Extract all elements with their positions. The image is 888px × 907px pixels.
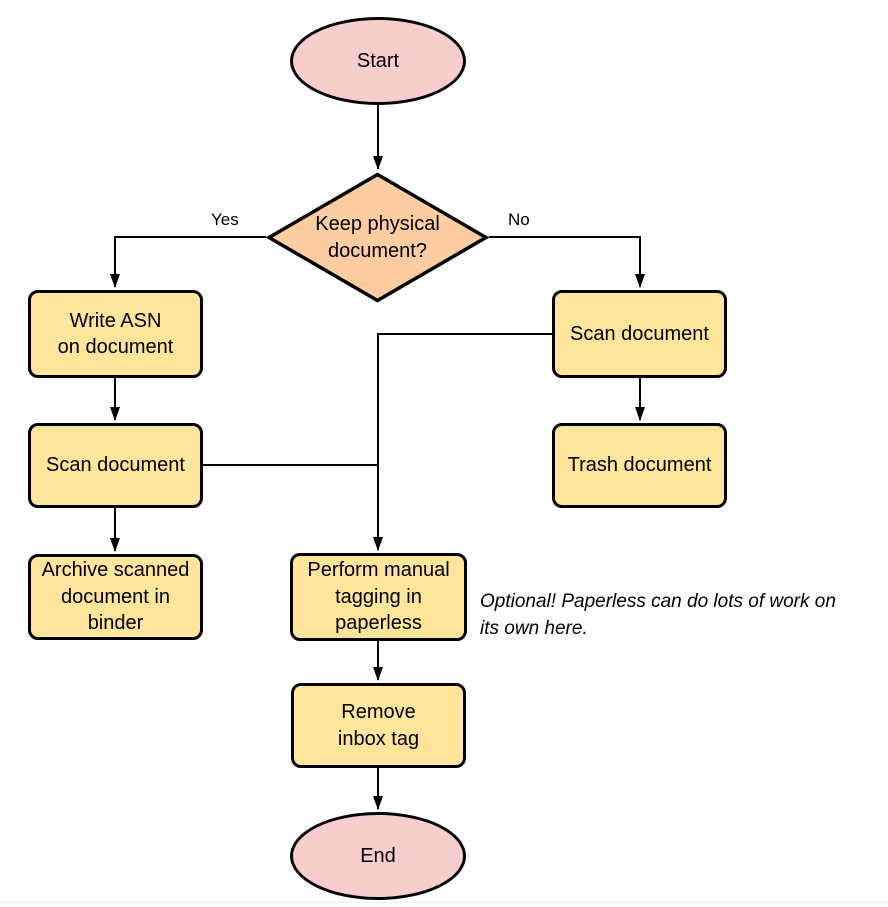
node-decision: Keep physical document? — [266, 172, 489, 303]
node-remove-inbox-tag: Remove inbox tag — [291, 683, 466, 768]
decision-diamond-shape — [266, 172, 489, 303]
edge-decision-write-asn — [110, 236, 266, 288]
page-bottom-divider — [0, 902, 888, 903]
node-scan-document-right: Scan document — [552, 290, 727, 378]
optional-annotation: Optional! Paperless can do lots of work … — [480, 591, 836, 639]
node-manual-tagging: Perform manual tagging in paperless — [290, 553, 467, 641]
node-end: End — [290, 812, 466, 900]
node-end-label: End — [360, 844, 396, 867]
node-write-asn-label: Write ASN on document — [57, 309, 174, 358]
node-trash-document: Trash document — [552, 423, 727, 508]
node-start-label: Start — [356, 49, 400, 72]
edge-label-yes: Yes — [211, 210, 239, 229]
node-decision-label: Keep physical document? — [315, 213, 440, 262]
node-scan-document-right-label: Scan document — [570, 322, 709, 345]
node-scan-document-left: Scan document — [28, 423, 203, 508]
edge-decision-scan-right — [489, 236, 645, 288]
edge-scan-right-tagging — [373, 333, 552, 551]
node-scan-document-left-label: Scan document — [46, 454, 185, 477]
node-archive-document-label: Archive scanned document in binder — [41, 559, 190, 635]
node-archive-document: Archive scanned document in binder — [28, 554, 203, 640]
node-manual-tagging-label: Perform manual tagging in paperless — [307, 559, 450, 635]
edge-label-no: No — [508, 210, 530, 229]
node-remove-inbox-tag-label: Remove inbox tag — [337, 701, 420, 750]
node-write-asn: Write ASN on document — [28, 290, 203, 378]
node-trash-document-label: Trash document — [567, 454, 712, 477]
node-start: Start — [290, 17, 466, 105]
